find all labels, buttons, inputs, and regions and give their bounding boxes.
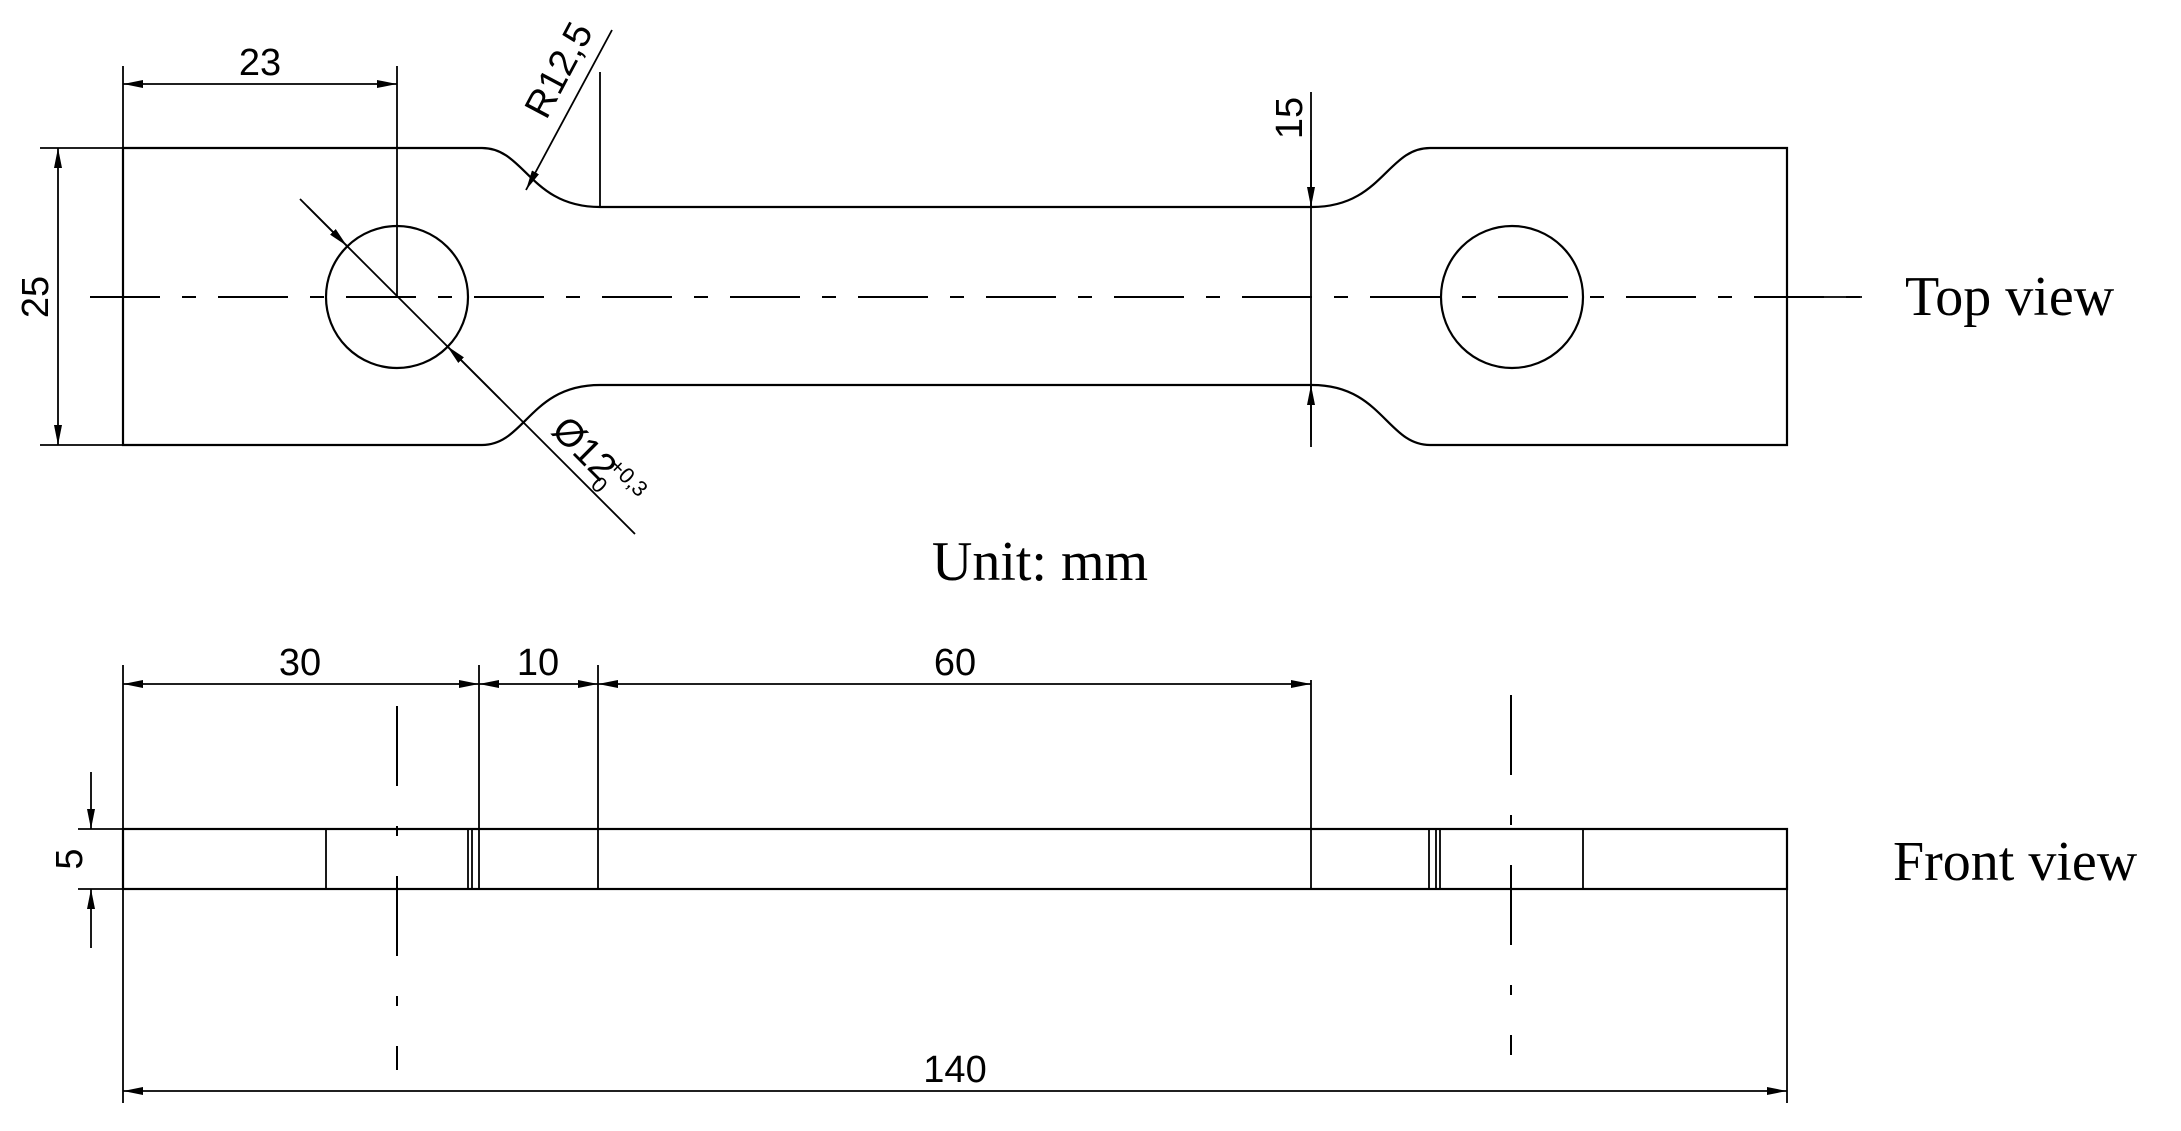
dim-arrow-diameter-lower <box>446 345 501 400</box>
unit-label: Unit: mm <box>932 531 1148 593</box>
specimen-outline-top <box>121 146 1789 447</box>
dim-text-60: 60 <box>934 642 976 684</box>
dim-text-30: 30 <box>279 642 321 684</box>
dim-text-diameter-group: Ø12 +0,3 0 <box>544 409 653 502</box>
dim-text-5: 5 <box>49 848 91 869</box>
leader-r12-5 <box>525 29 613 191</box>
specimen-body-front <box>121 827 1789 891</box>
dim-text-r12-5: R12,5 <box>517 16 602 125</box>
dim-text-10: 10 <box>517 642 559 684</box>
front-view-label: Front view <box>1893 831 2138 893</box>
right-hole <box>1439 224 1585 370</box>
dim-text-23: 23 <box>239 42 281 84</box>
top-view-label: Top view <box>1905 266 2115 328</box>
top-view: 23 25 R12,5 15 Ø12 +0,3 0 Top view <box>15 16 2115 535</box>
dim-text-25: 25 <box>15 276 57 318</box>
dim-text-140: 140 <box>923 1049 986 1091</box>
dim-arrow-diameter-upper <box>299 198 348 247</box>
front-view: 30 10 60 5 140 Front view <box>49 642 2138 1103</box>
dim-text-15: 15 <box>1269 97 1311 139</box>
